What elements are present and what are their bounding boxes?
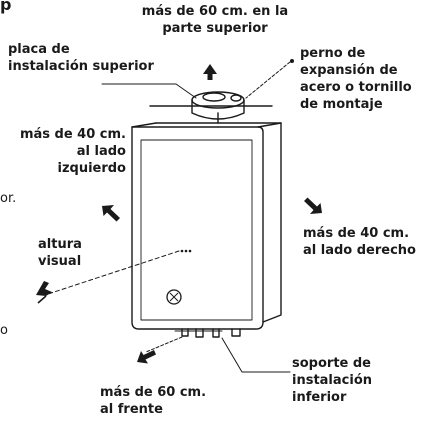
indicator-dot-3	[188, 249, 192, 253]
left-clearance-label: más de 40 cm. al lado izquierdo	[19, 127, 126, 176]
upper-plate-leader	[101, 83, 197, 99]
right-clearance-label: más de 40 cm. al lado derecho	[303, 226, 416, 258]
indicator-dot-2	[184, 249, 188, 253]
cut-text-fragment: o	[0, 323, 8, 338]
lower-bracket-leader	[221, 337, 291, 373]
arrow-up-left-icon	[102, 205, 120, 222]
cut-text-fragment: or.	[0, 191, 17, 206]
upper-plate-label: placa de instalación superior	[8, 42, 154, 74]
flue-sensor	[230, 94, 242, 102]
bottom-fitting-1	[181, 328, 189, 337]
cut-text-fragment: p	[0, 0, 12, 14]
flue-opening	[202, 92, 226, 102]
heater-inner-frame	[140, 139, 253, 321]
heater-top-edge	[131, 122, 157, 128]
arrow-up-icon	[203, 64, 217, 80]
control-knob-icon	[166, 289, 182, 305]
heater-side-panel	[257, 122, 282, 323]
bottom-fitting-4	[231, 328, 241, 337]
arrow-down-left-icon	[137, 350, 156, 364]
front-clearance-label: más de 60 cm. al frente	[100, 385, 207, 417]
lower-bracket-label: soporte de instalación inferior	[292, 356, 373, 405]
anchor-bolt-leader	[245, 61, 291, 99]
top-clearance-label: más de 60 cm. en la parte superior	[141, 4, 289, 36]
eye-icon	[36, 281, 52, 304]
anchor-bolt-dot	[290, 59, 294, 63]
bottom-fitting-2	[195, 328, 204, 338]
heater-front-panel	[131, 126, 264, 330]
indicator-dot-1	[180, 249, 184, 253]
arrow-down-right-icon	[304, 197, 322, 214]
eye-level-label: altura visual	[38, 237, 82, 269]
bottom-fitting-3	[212, 328, 220, 338]
anchor-bolt-label: perno de expansión de acero o tornillo d…	[300, 46, 412, 112]
eye-level-line	[44, 250, 180, 296]
front-clearance-line	[145, 336, 183, 353]
